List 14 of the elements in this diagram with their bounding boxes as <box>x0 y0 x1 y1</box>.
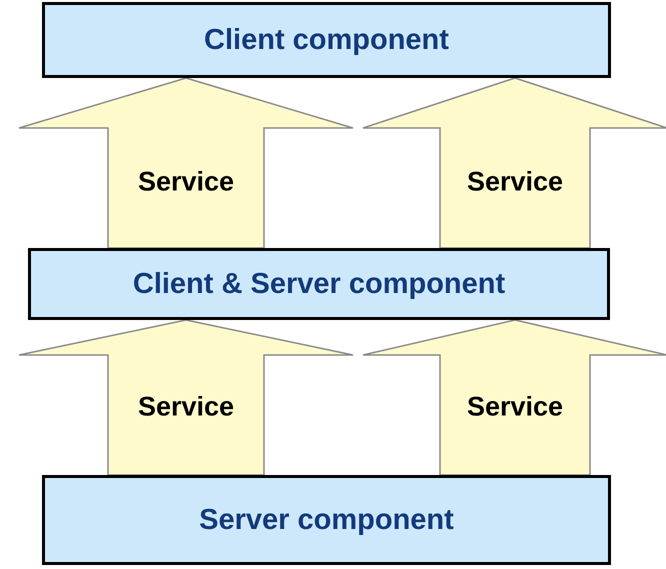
component-label: Client & Server component <box>132 268 506 300</box>
block-arrow <box>362 77 666 249</box>
component-label: Client component <box>204 24 449 56</box>
block-arrow <box>18 77 354 249</box>
component-box <box>42 2 611 78</box>
edge-label: Service <box>138 166 234 198</box>
edge-label: Service <box>466 166 564 198</box>
component-label: Server component <box>199 504 454 536</box>
block-arrow <box>362 319 666 476</box>
edge-label: Service <box>138 392 234 422</box>
component-box <box>42 475 611 565</box>
component-box <box>28 248 610 320</box>
block-arrow <box>18 319 354 476</box>
edge-label: Service <box>466 392 564 422</box>
